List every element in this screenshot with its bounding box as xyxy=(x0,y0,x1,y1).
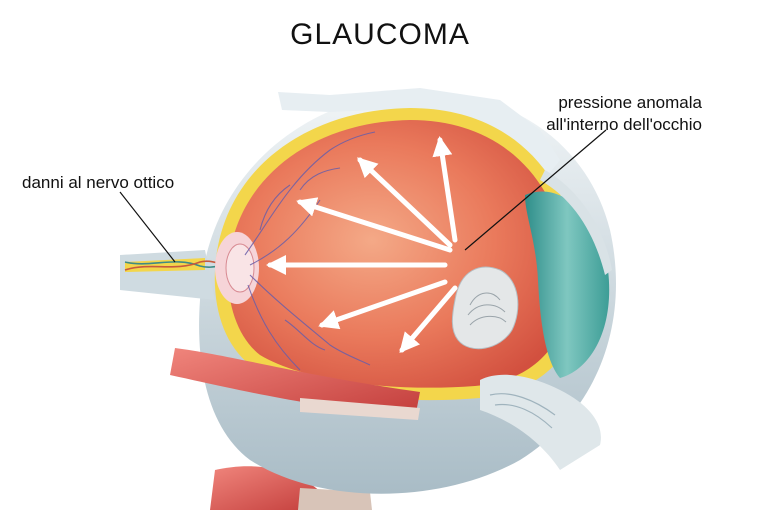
pressure-arrows xyxy=(266,136,458,354)
lower-muscle xyxy=(210,466,372,510)
optic-disc xyxy=(215,232,259,304)
label-pressure: pressione anomala all'interno dell'occhi… xyxy=(490,92,702,136)
page-title: GLAUCOMA xyxy=(290,18,470,51)
leader-lines xyxy=(119,129,607,263)
label-pressure-line2: all'interno dell'occhio xyxy=(546,115,702,134)
label-pressure-line1: pressione anomala xyxy=(558,93,702,112)
middle-muscle xyxy=(170,348,420,420)
label-optic-nerve-damage: danni al nervo ottico xyxy=(22,173,175,192)
optic-nerve xyxy=(120,250,239,300)
ciliary-body xyxy=(480,374,601,470)
